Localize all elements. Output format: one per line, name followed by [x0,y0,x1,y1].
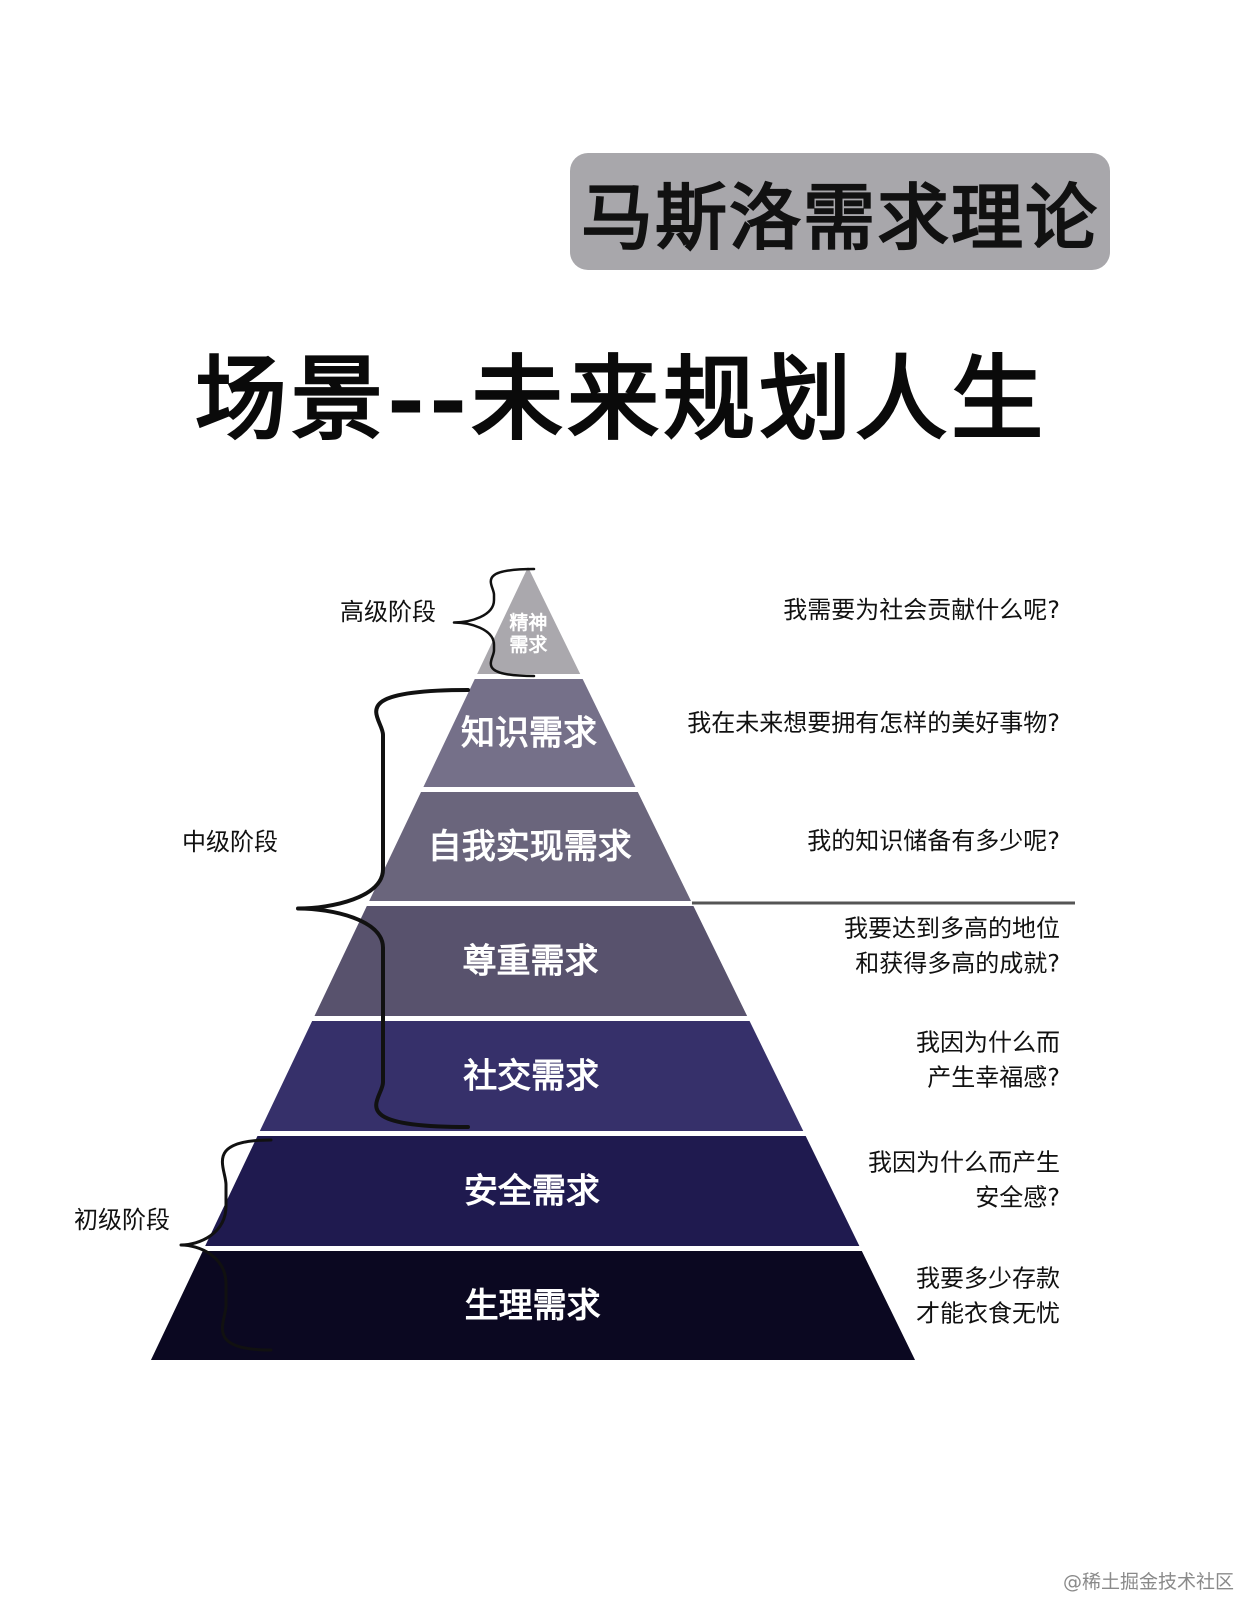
pyramid-level-6 [205,1136,860,1246]
pyramid-level-5 [259,1021,804,1131]
question-text: 我在未来想要拥有怎样的美好事物? [687,709,1060,737]
stage-brace-3 [179,1138,273,1352]
question-text: 我要达到多高的地位 [844,915,1060,943]
question-text: 我因为什么而产生 [868,1149,1060,1177]
watermark: @稀土掘金技术社区 [1062,1571,1234,1593]
pyramid-level-7 [150,1251,916,1360]
question-text: 我需要为社会贡献什么呢? [783,596,1060,624]
pyramid-level-label: 尊重需求 [462,941,598,981]
stage-brace-2 [296,688,470,1129]
title-badge: 马斯洛需求理论 [570,153,1110,270]
title: 马斯洛需求理论 [580,175,1099,260]
pyramid-level-1 [477,567,581,674]
pyramid-level-label: 需求 [509,633,548,656]
question-text: 我的知识储备有多少呢? [807,827,1060,855]
stage-label: 中级阶段 [182,828,278,856]
stage-label: 初级阶段 [74,1206,170,1234]
question-text: 产生幸福感? [927,1064,1060,1092]
question-text: 和获得多高的成就? [855,950,1060,978]
stage-label: 高级阶段 [340,598,436,626]
pyramid-level-3 [369,792,692,901]
pyramid-level-label: 安全需求 [464,1171,600,1211]
pyramid-level-label: 知识需求 [461,713,597,753]
pyramid-level-2 [423,679,636,787]
subtitle: 场景--未来规划人生 [194,345,1048,453]
question-text: 我要多少存款 [916,1265,1060,1293]
question-text: 我因为什么而 [916,1029,1060,1057]
pyramid-level-label: 社交需求 [463,1056,599,1096]
pyramid-level-4 [314,906,748,1016]
pyramid-level-label: 精神 [509,611,547,634]
pyramid-level-label: 自我实现需求 [428,827,632,867]
question-text: 才能衣食无忧 [916,1300,1060,1328]
pyramid-level-label: 生理需求 [465,1286,601,1326]
question-text: 安全感? [975,1184,1060,1212]
stage-brace-1 [452,567,536,678]
